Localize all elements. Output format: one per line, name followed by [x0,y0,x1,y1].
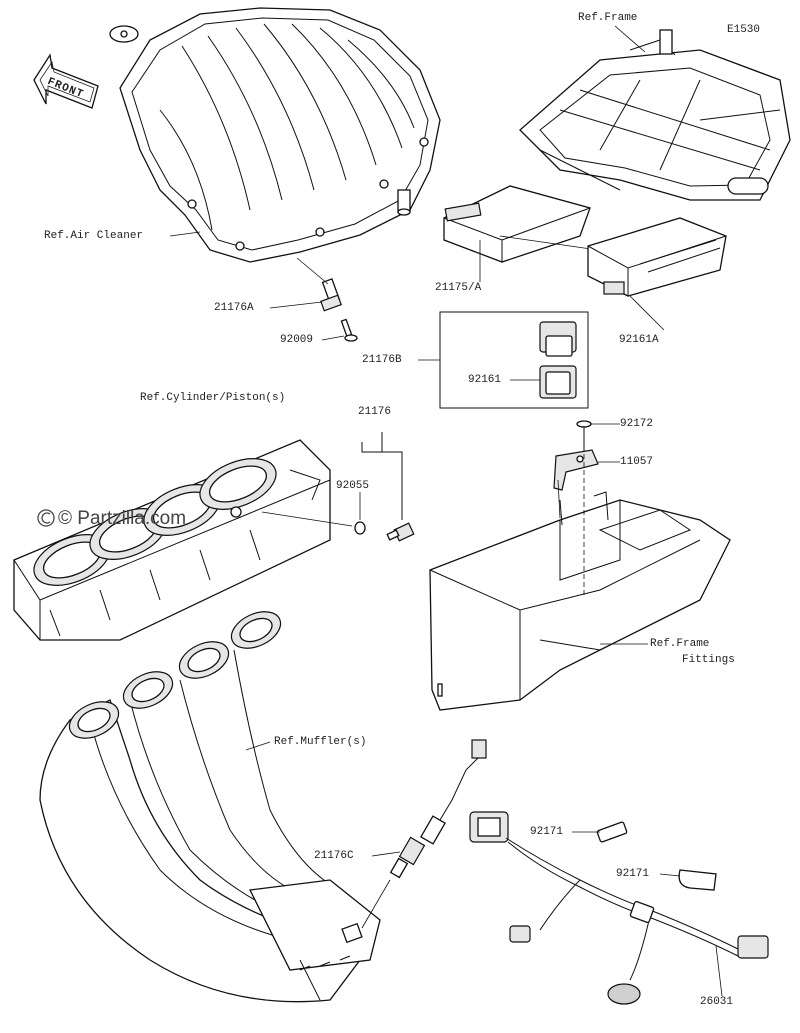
leader-lines [169,25,723,997]
bracket-92161A [587,217,727,297]
part-21175A-label: 21175/A [435,282,482,294]
part-92161A-label: 92161A [619,334,659,346]
part-11057-label: 11057 [620,456,654,468]
clip-92171-a [596,821,628,843]
part-92171-label-a: 92171 [530,826,564,838]
ref-cylinder-label: Ref.Cylinder/Piston(s) [140,392,286,404]
part-92055-label: 92055 [336,480,370,492]
ref-muffler-label: Ref.Muffler(s) [274,736,367,748]
air-cleaner [109,7,441,263]
sensor-21176 [361,432,415,542]
sensor-21176A [296,257,342,312]
sensor-21176B-group [439,311,589,409]
bracket-11057 [553,449,599,491]
diagram-code: E1530 [727,24,761,36]
ref-frame-label: Ref.Frame [578,12,638,24]
part-21176C-label: 21176C [314,850,354,862]
clip-92171-b [678,869,717,891]
part-26031-label: 26031 [700,996,734,1008]
exhaust-headers [39,611,381,1003]
washer-92055 [261,492,366,535]
copyright-icon [37,509,55,527]
part-21176-label: 21176 [358,406,392,418]
ecu-21175A [443,185,599,263]
ref-air-cleaner-label: Ref.Air Cleaner [44,230,144,242]
frame-fittings [429,454,731,711]
watermark-text: © Partzilla.com [58,508,187,529]
ref-frame-fittings-label-1: Ref.Frame [650,638,710,650]
part-92171-label-b: 92171 [616,868,650,880]
part-92172-label: 92172 [620,418,654,430]
cylinder-block [13,439,331,641]
part-21176A-label: 21176A [214,302,254,314]
ref-frame-fittings-label-2: Fittings [682,654,735,666]
harness-26031 [469,811,769,1005]
part-92161-label: 92161 [468,374,502,386]
front-arrow-icon [33,53,99,109]
part-92009-label: 92009 [280,334,314,346]
screw-92009 [340,318,358,342]
o2-sensor-21176C [361,739,487,929]
part-21176B-label: 21176B [362,354,402,366]
bolt-92172 [576,420,592,454]
frame [519,29,791,201]
